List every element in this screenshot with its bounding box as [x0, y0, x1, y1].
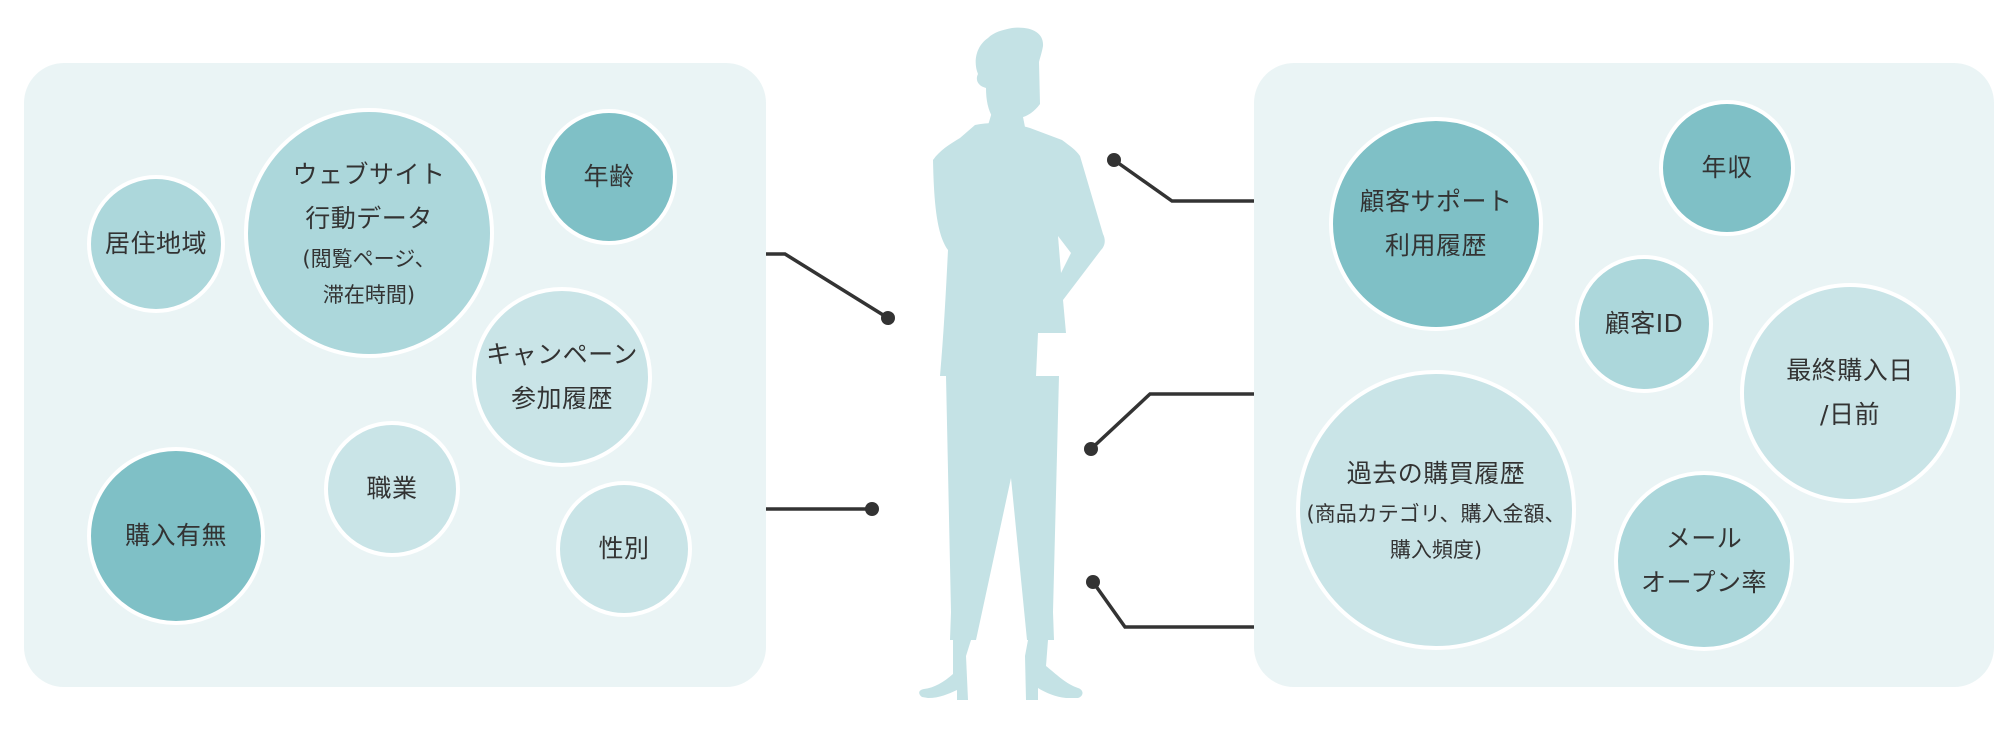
- bubble-last-purchase: 最終購入日 /日前: [1740, 283, 1960, 503]
- bubble-email-open: メール オープン率: [1614, 471, 1794, 651]
- bubble-label: 顧客ID: [1604, 309, 1684, 338]
- bubble-sublabel: (商品カテゴリ、購入金額、: [1306, 502, 1566, 526]
- bubble-residence: 居住地域: [87, 175, 225, 313]
- bubble-label: 過去の購買履歴: [1346, 459, 1526, 488]
- connector-dot-icon: [1084, 442, 1098, 456]
- bubble-label: 年齢: [583, 162, 635, 191]
- bubble-label: 職業: [366, 474, 418, 503]
- connector-dots: [865, 153, 1121, 589]
- bubble-campaign: キャンペーン 参加履歴: [472, 287, 652, 467]
- connector-dot-icon: [1086, 575, 1100, 589]
- connector-lines: [766, 158, 1254, 629]
- bubble-label: オープン率: [1640, 568, 1767, 597]
- bubble-label: 性別: [598, 534, 650, 563]
- bubble-label: 居住地域: [104, 229, 207, 258]
- connector-right-upper: [1112, 158, 1254, 203]
- bubble-label: 年収: [1701, 153, 1753, 182]
- connector-dot-icon: [865, 502, 879, 516]
- bubble-label: /日前: [1820, 400, 1880, 429]
- bubble-label: 利用履歴: [1384, 231, 1487, 260]
- bubble-support-history: 顧客サポート 利用履歴: [1329, 117, 1543, 331]
- bubble-label: キャンペーン: [486, 340, 638, 369]
- bubble-label: 顧客サポート: [1359, 187, 1513, 216]
- connector-dot-icon: [881, 311, 895, 325]
- bubble-sublabel: (閲覧ページ、: [302, 247, 436, 271]
- bubble-gender: 性別: [556, 481, 692, 617]
- connector-left-upper: [766, 252, 889, 320]
- bubble-purchase-flag: 購入有無: [87, 447, 265, 625]
- bubble-label: メール: [1665, 524, 1743, 553]
- bubble-occupation: 職業: [324, 421, 460, 557]
- bubble-customer-id: 顧客ID: [1575, 255, 1713, 393]
- bubble-web-behavior: ウェブサイト 行動データ (閲覧ページ、 滞在時間): [244, 108, 494, 358]
- bubble-label: ウェブサイト: [292, 160, 446, 189]
- bubble-label: 参加履歴: [510, 384, 613, 413]
- connector-right-middle: [1089, 392, 1254, 451]
- bubble-label: 行動データ: [305, 204, 433, 233]
- bubble-sublabel: 滞在時間): [322, 283, 416, 307]
- bubble-purchase-history: 過去の購買履歴 (商品カテゴリ、購入金額、 購入頻度): [1296, 370, 1576, 650]
- connector-dot-icon: [1107, 153, 1121, 167]
- bubble-age: 年齢: [541, 109, 677, 245]
- bubble-income: 年収: [1659, 100, 1795, 236]
- person-silhouette-icon: [919, 27, 1105, 700]
- bubble-sublabel: 購入頻度): [1389, 538, 1483, 562]
- bubble-label: 最終購入日: [1786, 356, 1914, 385]
- bubble-label: 購入有無: [124, 521, 227, 550]
- connector-right-lower: [1091, 580, 1254, 629]
